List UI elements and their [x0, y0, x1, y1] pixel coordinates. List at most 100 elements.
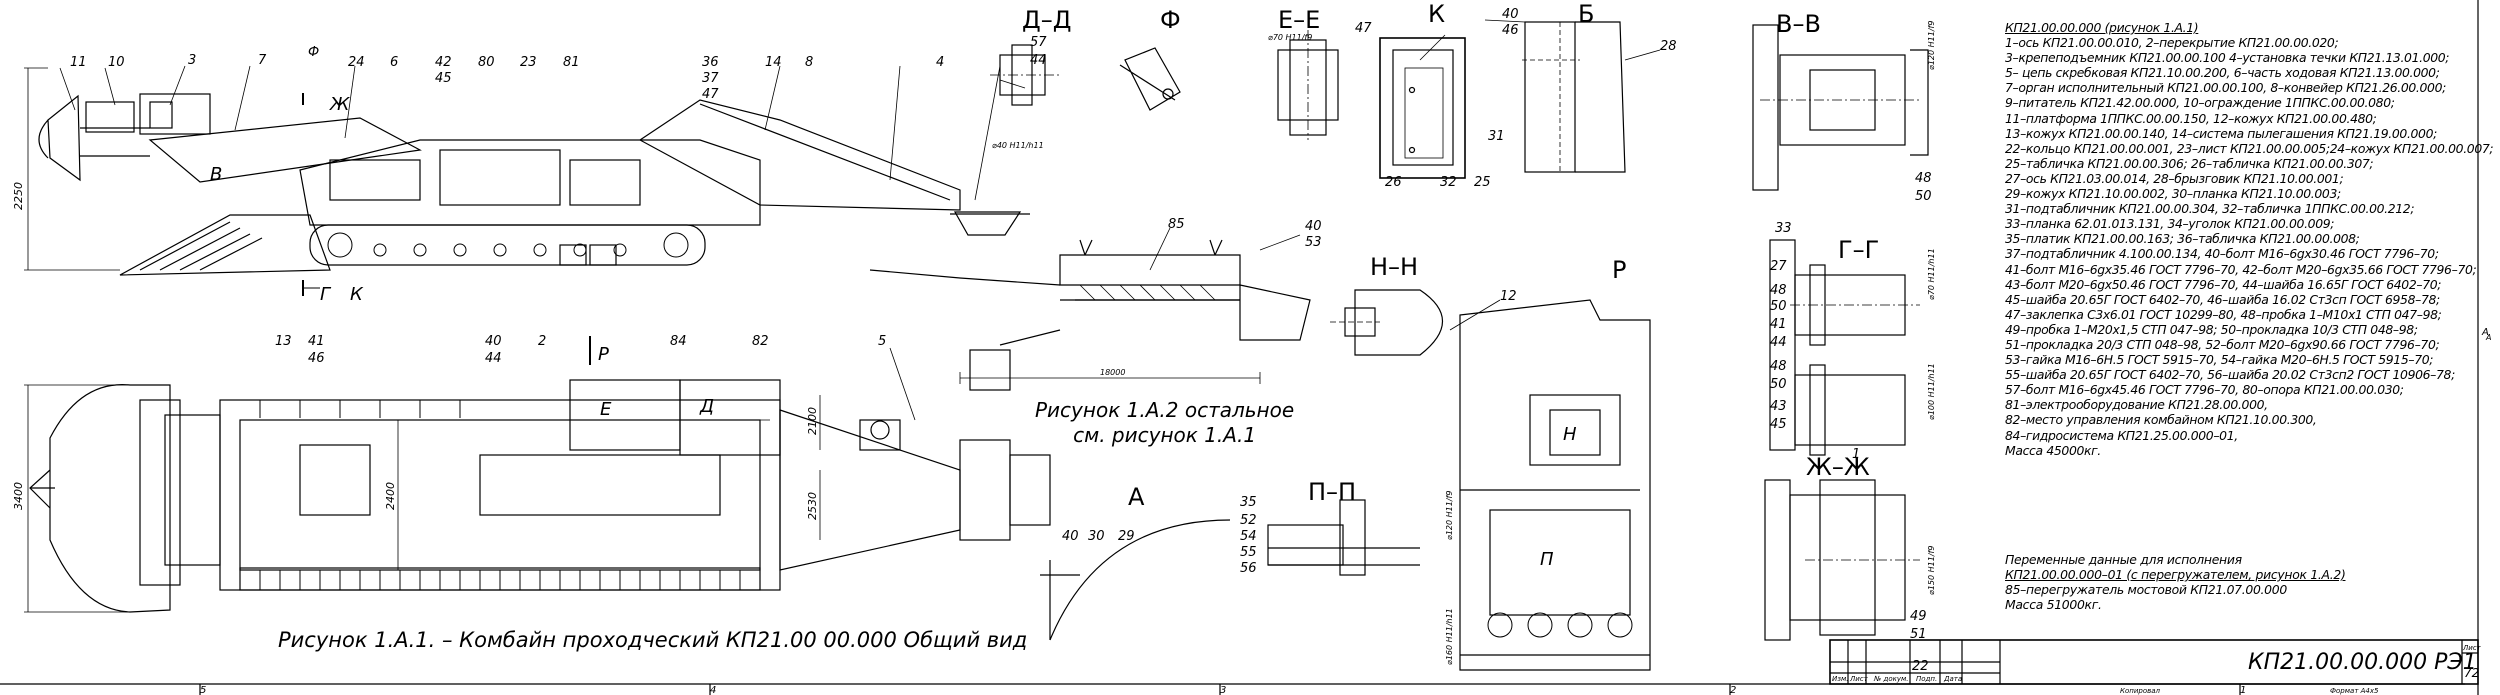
title-hh: Н–Н [1370, 253, 1418, 281]
callout-44b: 44 [1030, 53, 1047, 68]
parts-line: 41–болт М16–6gх35.46 ГОСТ 7796–70, 42–бо… [2005, 261, 2477, 277]
callout-36: 36 [702, 55, 719, 70]
parts-list: КП21.00.00.000 (рисунок 1.А.1) 1–ось КП2… [2005, 20, 2494, 458]
callout-24: 24 [348, 55, 365, 70]
callout-81: 81 [563, 55, 580, 70]
marker-n: Н [1563, 424, 1577, 445]
section-gg [1769, 239, 1920, 456]
callout-13: 13 [275, 334, 292, 349]
parts-line: 29–кожух КП21.10.00.002, 30–планка КП21.… [2005, 186, 2341, 202]
callout-32: 32 [1440, 175, 1457, 190]
parts-line: 22–кольцо КП21.00.00.001, 23–лист КП21.0… [2005, 140, 2494, 156]
variable-data-line: КП21.00.00.000–01 (с перегружателем, рис… [2005, 567, 2346, 582]
callout-31: 31 [1488, 129, 1505, 144]
zone-a: А [2481, 327, 2489, 338]
callout-47k: 47 [1355, 21, 1372, 36]
marker-e: Е [600, 399, 612, 420]
callout-33: 33 [1775, 221, 1792, 236]
parts-line: Масса 45000кг. [2005, 442, 2101, 458]
callout-82: 82 [752, 334, 769, 349]
section-k [1379, 37, 1466, 179]
fit-120: ⌀120 Н11/f9 [1927, 21, 1936, 70]
variable-data-line: Масса 51000кг. [2005, 597, 2102, 612]
dim-3400: 3400 [12, 482, 25, 510]
callout-52: 52 [1240, 513, 1257, 528]
zone-labels: 5 4 3 2 1 А [200, 327, 2489, 695]
callout-48g: 48 [1770, 283, 1787, 298]
fit-70: ⌀70 Н11/f9 [1268, 33, 1312, 42]
callout-40a: 40 [1062, 529, 1079, 544]
view-a [1040, 519, 1231, 641]
leader-lines [59, 19, 1661, 421]
view-r [1459, 299, 1651, 671]
parts-line: 53–гайка М16–6Н.5 ГОСТ 5915–70, 54–гайка… [2005, 352, 2434, 368]
parts-line: 47–заклепка С3х6.01 ГОСТ 10299–80, 48–пр… [2005, 306, 2442, 322]
parts-line: 57–болт М16–6gх45.46 ГОСТ 7796–70, 80–оп… [2005, 382, 2404, 398]
title-gg: Г–Г [1838, 236, 1879, 264]
section-hh [1330, 289, 1444, 356]
callout-53: 53 [1305, 235, 1322, 250]
caption-overloader-line2: см. рисунок 1.А.1 [1073, 423, 1257, 447]
marker-zh: Ж [329, 94, 350, 115]
title-pp: П–П [1308, 478, 1356, 506]
parts-line: 9–питатель КП21.42.00.000, 10–ограждение… [2005, 95, 2395, 111]
callout-11: 11 [70, 55, 87, 70]
title-block [1829, 639, 2479, 685]
callout-37: 37 [702, 71, 719, 86]
parts-list-heading: КП21.00.00.000 (рисунок 1.А.1) [2005, 20, 2199, 35]
combine-side-view [24, 67, 1030, 296]
parts-line: 11–платформа 1ППКС.00.00.150, 12–кожух К… [2005, 110, 2377, 126]
tb-list: Лист [1849, 675, 1869, 683]
callout-44g: 44 [1770, 335, 1787, 350]
tb-copied: Копировал [2120, 687, 2161, 695]
marker-a-right: А [2485, 333, 2491, 342]
callout-80: 80 [478, 55, 495, 70]
dim-2100: 2100 [806, 407, 819, 435]
parts-line: 3–крепеподъемник КП21.00.00.100 4–устано… [2005, 50, 2450, 66]
title-vv: В–В [1776, 10, 1821, 38]
callout-40b: 40 [1502, 7, 1519, 22]
callout-51: 51 [1910, 627, 1927, 642]
marker-p: П [1540, 549, 1554, 570]
zone-3: 3 [1220, 685, 1226, 695]
marker-k: К [350, 284, 364, 305]
callout-23: 23 [520, 55, 537, 70]
parts-line: 31–подтабличник КП21.00.00.304, 32–табли… [2005, 201, 2415, 217]
tb-ndoc: № докум. [1873, 675, 1909, 683]
title-ee: Е–Е [1278, 6, 1320, 34]
callout-41: 41 [308, 334, 325, 349]
tb-podp: Подп. [1916, 675, 1937, 683]
dim-2400: 2400 [384, 482, 397, 510]
callout-84: 84 [670, 334, 687, 349]
callout-41g: 41 [1770, 317, 1787, 332]
callout-26: 26 [1385, 175, 1402, 190]
callout-22: 22 [1912, 659, 1929, 674]
callout-5: 5 [878, 334, 886, 349]
callout-1: 1 [1852, 447, 1860, 462]
tb-sheet-label: Лист [2462, 644, 2482, 652]
callout-8: 8 [805, 55, 813, 70]
title-f: Ф [1160, 6, 1181, 34]
callout-6: 6 [390, 55, 398, 70]
section-zhzh [1764, 479, 1920, 641]
dim-2530: 2530 [806, 492, 819, 520]
marker-r: Р [598, 344, 609, 365]
document-number: КП21.00.00.000 РЭ1 [2248, 650, 2477, 675]
callout-85: 85 [1168, 217, 1185, 232]
parts-line: 25–табличка КП21.00.00.306; 26–табличка … [2005, 155, 2374, 171]
title-b: Б [1578, 0, 1594, 28]
parts-line: 82–место управления комбайном КП21.10.00… [2005, 412, 2317, 428]
parts-line: 49–пробка 1–М20х1,5 СТП 047–98; 50–прокл… [2005, 321, 2418, 337]
fit-70b: ⌀70 Н11/h11 [1927, 248, 1936, 300]
title-zhzh: Ж–Ж [1806, 453, 1870, 481]
view-b [1522, 21, 1626, 173]
callout-42: 42 [435, 55, 452, 70]
callout-10: 10 [108, 55, 125, 70]
callout-48g2: 48 [1770, 359, 1787, 374]
parts-line: 51–прокладка 20/3 СТП 048–98, 52–болт М2… [2005, 336, 2440, 352]
callout-56: 56 [1240, 561, 1257, 576]
parts-line: 13–кожух КП21.00.00.140, 14–система пыле… [2005, 125, 2437, 141]
parts-line: 35–платик КП21.00.00.163; 36–табличка КП… [2005, 231, 2360, 247]
title-dd: Д–Д [1022, 6, 1072, 34]
marker-v: В [210, 164, 222, 185]
